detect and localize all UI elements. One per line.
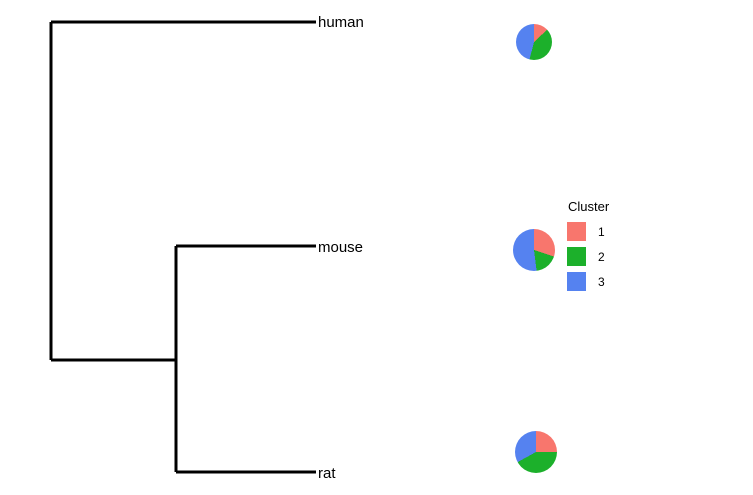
legend: Cluster 1 2 3 — [567, 200, 647, 294]
legend-swatch-cluster-1 — [567, 222, 586, 241]
legend-title: Cluster — [568, 199, 610, 214]
legend-item-2[interactable]: 2 — [567, 244, 647, 269]
pie-chart-human — [516, 24, 552, 60]
legend-item-1[interactable]: 1 — [567, 219, 647, 244]
legend-label-cluster-2: 2 — [598, 249, 605, 264]
legend-label-cluster-1: 1 — [598, 224, 605, 239]
pie-chart-rat — [515, 431, 557, 473]
legend-label-cluster-3: 3 — [598, 274, 605, 289]
legend-swatch-cluster-3 — [567, 272, 586, 291]
tip-label-human: human — [318, 14, 364, 31]
legend-swatch-cluster-2 — [567, 247, 586, 266]
legend-item-3[interactable]: 3 — [567, 269, 647, 294]
pie-chart-mouse — [513, 229, 555, 271]
tip-label-mouse: mouse — [318, 239, 364, 256]
tip-label-rat: rat — [318, 465, 336, 482]
